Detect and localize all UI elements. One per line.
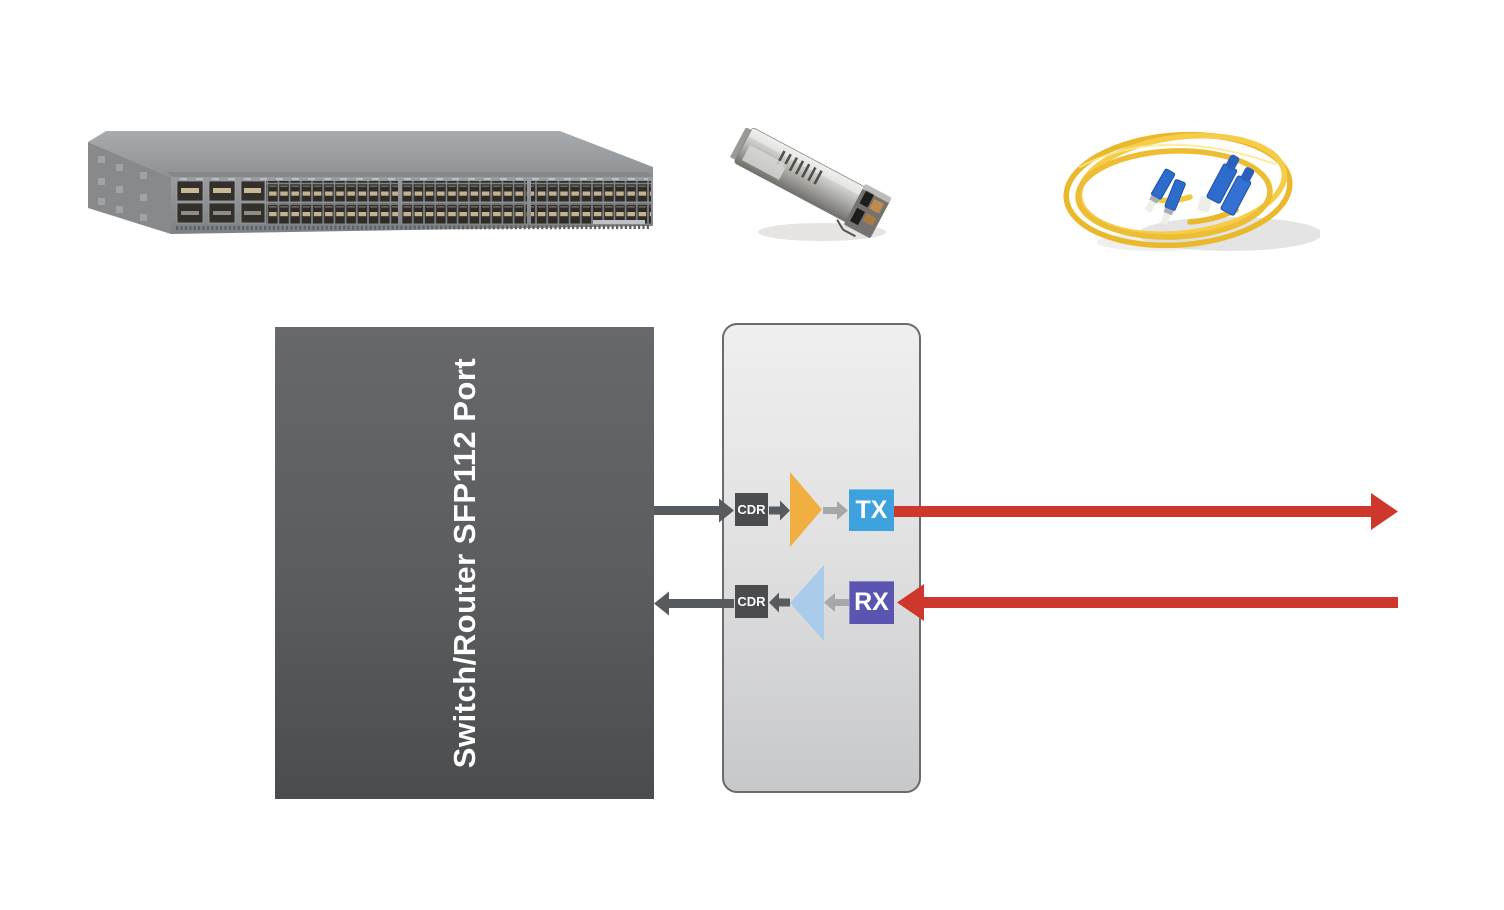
rack-mount-studs <box>98 156 147 221</box>
lc-connector-end <box>844 183 892 238</box>
triangle-shape <box>790 472 822 547</box>
chassis-top-face <box>88 131 653 177</box>
host-port-block: Switch/Router SFP112 Port <box>275 327 654 799</box>
tx-driver-to-tx-arrow <box>823 501 848 520</box>
arrow-shape <box>823 501 848 520</box>
bail-latch <box>836 219 856 238</box>
tx-cdr-label: CDR <box>737 502 766 517</box>
rx-optical-input-arrow <box>897 584 1398 621</box>
arrow-shape <box>894 493 1398 530</box>
rx-block: RX <box>849 581 894 624</box>
arrow-shape <box>769 500 790 521</box>
tx-host-to-cdr-arrow <box>654 498 734 523</box>
arrow-shape <box>824 593 849 612</box>
laser-driver-triangle <box>790 472 822 547</box>
vent-slots <box>776 150 823 185</box>
sfp-port-banks <box>266 181 651 224</box>
rx-to-amplifier-arrow <box>824 593 849 612</box>
transceiver-label <box>741 145 788 180</box>
chassis-side-face <box>88 142 171 234</box>
tx-cdr-to-driver-arrow <box>769 500 790 521</box>
arrow-shape <box>897 584 1398 621</box>
rx-amplifier-to-cdr-arrow <box>769 592 790 613</box>
amplifier-triangle <box>790 565 824 641</box>
tx-label: TX <box>855 495 888 524</box>
fiber-cable-photo <box>1063 131 1320 251</box>
tx-optical-output-arrow <box>894 493 1398 530</box>
arrow-shape <box>769 592 790 613</box>
rx-cdr-label: CDR <box>737 594 766 609</box>
rx-cdr-block: CDR <box>735 585 768 618</box>
tx-cdr-block: CDR <box>735 493 768 526</box>
sfp-transceiver-photo <box>729 128 892 241</box>
transceiver-body <box>729 128 892 238</box>
network-switch-photo <box>88 131 653 234</box>
sc-connector-pair-small <box>1144 168 1186 225</box>
host-port-label: Switch/Router SFP112 Port <box>446 357 482 769</box>
rx-label: RX <box>854 588 889 616</box>
arrow-shape <box>654 591 734 616</box>
tx-block: TX <box>849 489 894 531</box>
sc-connector-duplex <box>1197 154 1255 216</box>
transceiver-module-block <box>722 323 921 793</box>
rx-cdr-to-host-arrow <box>654 591 734 616</box>
arrow-shape <box>654 498 734 523</box>
triangle-shape <box>790 565 824 641</box>
qsfp-port-bank <box>176 180 266 224</box>
switch-chassis <box>88 131 653 234</box>
